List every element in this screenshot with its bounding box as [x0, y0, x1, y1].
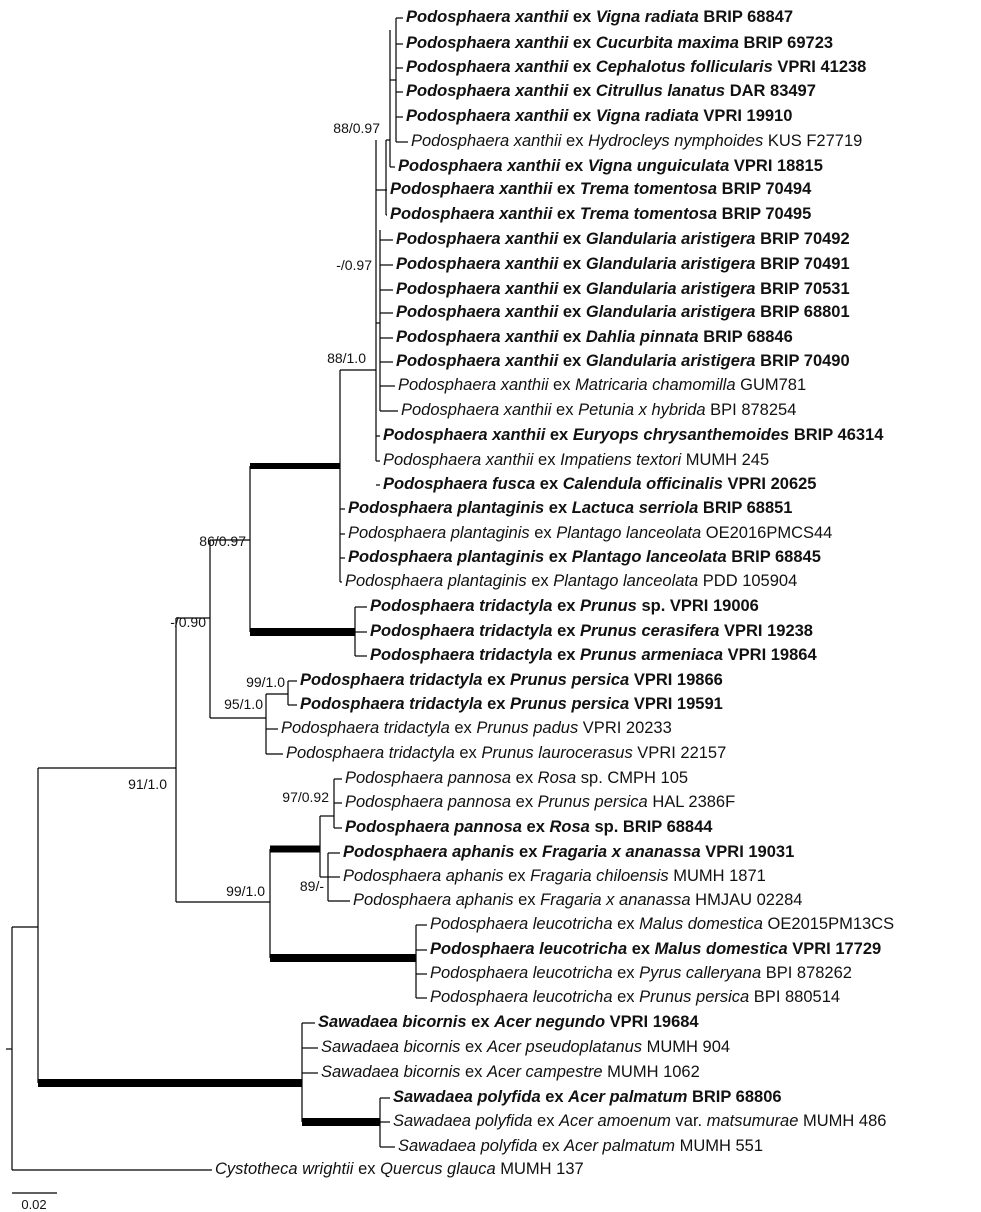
tip-label: Podosphaera xanthii ex Impatiens textori… [383, 451, 769, 469]
tip-label: Podosphaera tridactyla ex Prunus persica… [300, 671, 723, 689]
tip-label: Podosphaera xanthii ex Dahlia pinnata BR… [396, 328, 793, 346]
tip-label: Podosphaera xanthii ex Trema tomentosa B… [390, 205, 811, 223]
tip-label: Podosphaera xanthii ex Vigna radiata BRI… [406, 8, 793, 26]
tip-label: Podosphaera pannosa ex Rosa sp. BRIP 688… [345, 818, 713, 836]
tip-label: Podosphaera plantaginis ex Plantago lanc… [345, 572, 797, 590]
tip-label: Podosphaera xanthii ex Glandularia arist… [396, 255, 850, 273]
tip-label: Cystotheca wrightii ex Quercus glauca MU… [215, 1160, 584, 1178]
tip-label: Podosphaera aphanis ex Fragaria chiloens… [343, 867, 766, 885]
support-99-10-rosaceae: 99/1.0 [226, 883, 265, 899]
tip-label: Podosphaera pannosa ex Rosa sp. CMPH 105 [345, 769, 688, 787]
tip-label: Podosphaera xanthii ex Trema tomentosa B… [390, 180, 812, 198]
tip-label: Podosphaera aphanis ex Fragaria x ananas… [353, 891, 802, 909]
tip-label: Podosphaera xanthii ex Petunia x hybrida… [401, 401, 796, 419]
tip-label: Sawadaea bicornis ex Acer pseudoplatanus… [321, 1038, 730, 1056]
support-99-10-prunus: 99/1.0 [246, 674, 285, 690]
tip-label: Podosphaera plantaginis ex Plantago lanc… [348, 548, 821, 566]
tip-label: Podosphaera plantaginis ex Lactuca serri… [348, 499, 793, 517]
tip-label: Podosphaera tridactyla ex Prunus armenia… [370, 646, 817, 664]
tip-label: Podosphaera tridactyla ex Prunus cerasif… [370, 622, 813, 640]
tip-label: Podosphaera leucotricha ex Malus domesti… [430, 940, 881, 958]
tip-label: Podosphaera tridactyla ex Prunus padus V… [281, 719, 672, 737]
tip-label: Podosphaera leucotricha ex Pyrus callery… [430, 964, 852, 982]
tip-label: Podosphaera leucotricha ex Malus domesti… [430, 915, 894, 933]
tip-label: Podosphaera aphanis ex Fragaria x ananas… [343, 843, 794, 861]
support-88-097: 88/0.97 [333, 120, 380, 136]
tip-label: Podosphaera xanthii ex Euryops chrysanth… [383, 426, 884, 444]
tip-label: Podosphaera xanthii ex Glandularia arist… [396, 303, 850, 321]
tip-label: Podosphaera xanthii ex Glandularia arist… [396, 230, 850, 248]
tip-label: Podosphaera tridactyla ex Prunus sp. VPR… [370, 597, 759, 615]
support-95-10: 95/1.0 [224, 696, 263, 712]
tip-label: Podosphaera pannosa ex Prunus persica HA… [345, 793, 735, 811]
tip-label: Sawadaea polyfida ex Acer amoenum var. m… [393, 1112, 886, 1130]
tip-label: Sawadaea polyfida ex Acer palmatum MUMH … [398, 1137, 763, 1155]
tip-label: Podosphaera xanthii ex Citrullus lanatus… [406, 82, 816, 100]
tip-label: Podosphaera leucotricha ex Prunus persic… [430, 988, 840, 1006]
support-86-097: 86/0.97 [199, 533, 246, 549]
tip-label: Sawadaea bicornis ex Acer campestre MUMH… [321, 1063, 700, 1081]
support-91-10: 91/1.0 [128, 776, 167, 792]
support-0-90: -/0.90 [170, 614, 206, 630]
tip-label: Podosphaera xanthii ex Vigna radiata VPR… [406, 107, 792, 125]
tip-label: Podosphaera xanthii ex Cucurbita maxima … [406, 34, 833, 52]
tip-label: Podosphaera xanthii ex Glandularia arist… [396, 352, 850, 370]
support-88-10: 88/1.0 [327, 350, 366, 366]
tip-label: Podosphaera tridactyla ex Prunus persica… [300, 695, 723, 713]
tip-label: Podosphaera xanthii ex Vigna unguiculata… [398, 157, 823, 175]
tip-label: Podosphaera xanthii ex Cephalotus follic… [406, 58, 866, 76]
tip-label: Sawadaea bicornis ex Acer negundo VPRI 1… [318, 1013, 699, 1031]
tip-label: Sawadaea polyfida ex Acer palmatum BRIP … [393, 1088, 782, 1106]
tip-label: Podosphaera tridactyla ex Prunus lauroce… [286, 744, 726, 762]
support-97-092: 97/0.92 [282, 789, 329, 805]
tip-label: Podosphaera plantaginis ex Plantago lanc… [348, 524, 832, 542]
tip-label: Podosphaera fusca ex Calendula officinal… [383, 475, 816, 493]
support-89: 89/- [300, 878, 324, 894]
tip-label: Podosphaera xanthii ex Hydrocleys nympho… [411, 132, 862, 150]
scale-bar-label: 0.02 [21, 1197, 46, 1212]
support-0-97: -/0.97 [336, 257, 372, 273]
tip-label: Podosphaera xanthii ex Matricaria chamom… [398, 376, 806, 394]
tip-label: Podosphaera xanthii ex Glandularia arist… [396, 280, 850, 298]
